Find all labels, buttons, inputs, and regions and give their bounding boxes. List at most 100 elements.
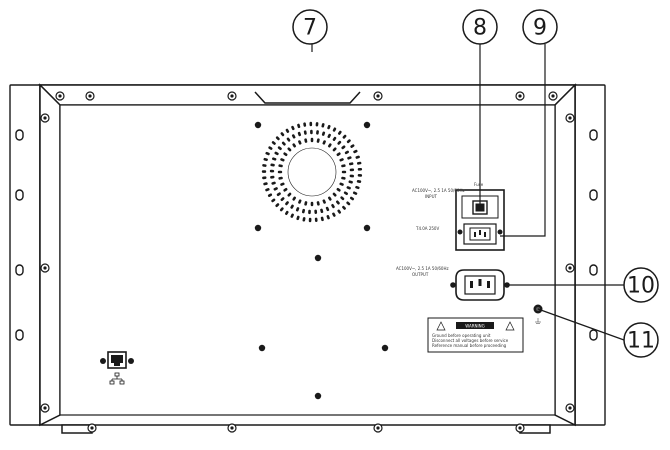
vent-hole xyxy=(265,188,270,192)
vent-hole xyxy=(303,130,307,135)
vent-hole xyxy=(316,138,320,143)
vent-hole xyxy=(271,181,276,185)
vent-hole xyxy=(267,193,273,197)
vent-hole xyxy=(310,137,314,143)
callout-11: 11 xyxy=(623,322,659,358)
vent-hole xyxy=(309,121,313,127)
vent-hole xyxy=(291,134,296,139)
vent-hole xyxy=(325,206,330,212)
right-rack-ear xyxy=(574,84,606,426)
vent-hole xyxy=(275,203,280,208)
vent-hole xyxy=(332,127,337,132)
vent-mount-screws xyxy=(254,121,371,232)
vent-hole xyxy=(326,215,330,220)
screw-head xyxy=(43,116,47,120)
vent-hole xyxy=(280,197,285,202)
vent-hole xyxy=(314,209,318,215)
vent-hole xyxy=(271,141,276,145)
vent-hole xyxy=(295,207,300,212)
warning-triangle-icon xyxy=(436,321,515,331)
left-rack-ear xyxy=(9,84,41,426)
warning-line-1: Ground before operating unit xyxy=(432,333,491,338)
vent-hole xyxy=(356,180,362,183)
vent-hole xyxy=(274,151,279,156)
inner-panel-screws xyxy=(258,254,389,400)
vent-hole xyxy=(340,196,345,201)
input-label-text: INPUT xyxy=(425,194,438,199)
vent-hole xyxy=(352,191,358,195)
vent-hole xyxy=(320,216,324,222)
iec-inlet-icon xyxy=(469,227,491,241)
vent-hole xyxy=(278,164,283,168)
vent-hole xyxy=(291,125,295,131)
vent-hole xyxy=(298,199,302,204)
vent-hole xyxy=(332,212,336,217)
chassis xyxy=(38,83,577,434)
vent-hole xyxy=(332,192,337,197)
vent-hole xyxy=(337,140,342,145)
screw-head xyxy=(376,426,380,430)
network-icon xyxy=(109,372,125,385)
callout-7-label: 7 xyxy=(303,16,317,41)
vent-hole xyxy=(320,208,324,213)
vent-hole xyxy=(335,200,340,205)
vent-grille-icon xyxy=(261,121,363,223)
power-output-socket xyxy=(450,269,510,301)
vent-hole xyxy=(283,187,288,192)
screw-head xyxy=(376,94,380,98)
vent-hole xyxy=(316,201,320,206)
vent-hole xyxy=(315,122,319,127)
vent-hole xyxy=(349,196,355,201)
screw-head xyxy=(551,94,555,98)
callout-8: 8 xyxy=(462,9,498,45)
vent-hole xyxy=(304,138,308,143)
vent-hole xyxy=(277,170,283,174)
vent-hole xyxy=(270,175,275,179)
screw-head xyxy=(43,266,47,270)
vent-hole xyxy=(349,162,354,166)
vent-hole xyxy=(322,199,326,204)
screw-head xyxy=(568,116,572,120)
vent-hole xyxy=(268,146,273,150)
vent-hole xyxy=(308,209,311,215)
vent-hole xyxy=(285,128,290,133)
vent-hole xyxy=(341,176,346,180)
ethernet-port-icon xyxy=(107,351,127,369)
vent-hole xyxy=(321,123,325,128)
screw-head xyxy=(58,94,62,98)
vent-hole xyxy=(298,140,302,145)
vent-hole xyxy=(332,147,337,152)
vent-hole xyxy=(331,203,335,209)
vent-hole xyxy=(346,201,351,206)
vent-hole xyxy=(341,145,346,150)
vent-hole xyxy=(287,192,292,197)
vent-hole xyxy=(316,130,319,135)
vent-hole xyxy=(346,186,351,190)
vent-hole xyxy=(263,182,268,186)
callout-7: 7 xyxy=(292,9,328,45)
vent-hole xyxy=(269,169,275,173)
fuse-rating-text: T4.0A 250V xyxy=(415,226,439,231)
vent-hole xyxy=(292,143,297,148)
vent-hole xyxy=(302,217,306,222)
callout-9-label: 9 xyxy=(533,16,547,41)
vent-hole xyxy=(263,157,268,162)
vent-hole xyxy=(297,123,301,129)
vent-hole xyxy=(327,196,332,201)
vent-hole xyxy=(285,201,289,206)
vent-hole xyxy=(283,152,288,157)
warning-title: WARNING xyxy=(465,324,485,329)
vent-hole xyxy=(296,215,300,221)
vent-hole xyxy=(290,213,294,218)
screw-head xyxy=(518,94,522,98)
vent-hole xyxy=(303,122,307,127)
vent-hole xyxy=(275,136,280,141)
vent-hole xyxy=(341,170,347,174)
vent-hole xyxy=(327,133,331,139)
vent-hole xyxy=(344,150,350,155)
vent-hole xyxy=(357,174,363,177)
vent-hole xyxy=(270,163,275,167)
callout-10-label: 10 xyxy=(627,274,655,299)
vent-hole xyxy=(355,185,360,190)
vent-hole xyxy=(308,217,312,223)
